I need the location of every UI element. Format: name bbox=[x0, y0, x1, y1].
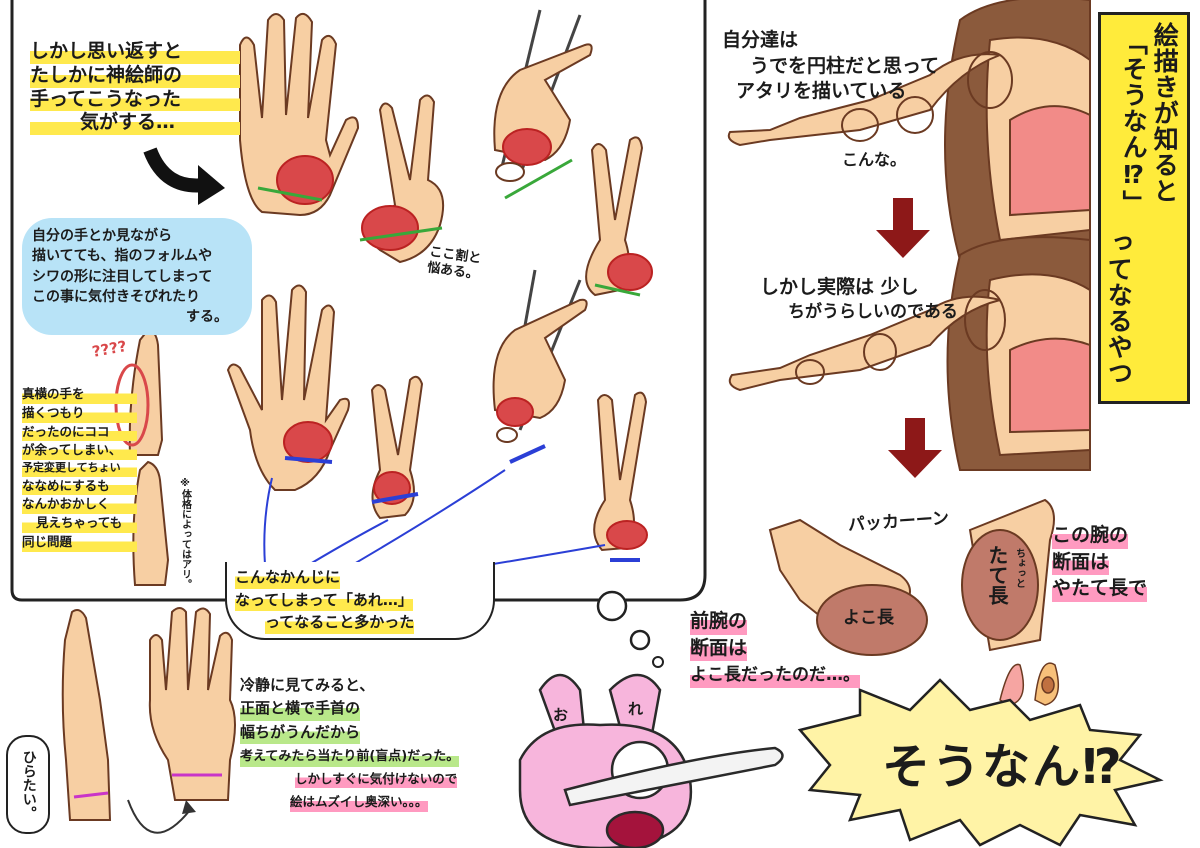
bubble-line: こんなかんじに bbox=[235, 566, 341, 589]
yoko-label: よこ長 bbox=[843, 608, 894, 628]
curve-arrow-icon bbox=[127, 799, 191, 834]
small-note: ※体格によってはアリ。 bbox=[179, 478, 191, 589]
forearm-note-line: よこ長だったのだ…。 bbox=[690, 664, 860, 688]
sounan-text: そうなん⁉ bbox=[882, 739, 1124, 795]
title-box bbox=[1098, 12, 1190, 404]
side-note-line: なんかおかしく bbox=[22, 495, 137, 514]
blue-note-line: する。 bbox=[186, 309, 228, 326]
bottom-note-line: 冷静に見てみると、 bbox=[240, 676, 375, 694]
tate-label: たて長 bbox=[985, 545, 1009, 605]
green-width-mark bbox=[257, 186, 323, 202]
hand-palm-top bbox=[239, 12, 360, 217]
bunny-ear-text: お bbox=[553, 706, 569, 724]
title-col-c: ってなるやつ bbox=[1104, 230, 1134, 386]
blue-note-line: 描いてても、指のフォルムや bbox=[32, 248, 213, 265]
blue-note: 自分の手とか見ながら 描いてても、指のフォルムや シワの形に注目してしまって こ… bbox=[22, 218, 252, 336]
title-col-b: 「そうなん⁉」 bbox=[1119, 30, 1149, 216]
forearm-note-line: 断面は bbox=[690, 634, 748, 662]
figure-top bbox=[727, 0, 1091, 261]
side-note-line: ななめにするも bbox=[22, 476, 137, 496]
green-width-mark bbox=[359, 226, 443, 242]
hand-palm-flat bbox=[148, 607, 236, 801]
side-note-line: 描くつもり bbox=[22, 403, 137, 423]
mid-text: しかし実際は 少し ちがうらしいのである bbox=[760, 274, 958, 324]
hand-peace-bottom-right bbox=[593, 391, 648, 552]
bunny-character bbox=[518, 673, 784, 848]
blue-width-mark bbox=[509, 444, 546, 464]
starburst-bubble bbox=[797, 678, 1164, 847]
upper-note-line: やたて長で bbox=[1052, 575, 1148, 602]
side-note-line: が余ってしまい、 bbox=[22, 441, 137, 460]
intro-text: しかし思い返すと たしかに神絵師の 手ってこうなった 気がする… bbox=[30, 40, 240, 135]
hand-side-flat bbox=[61, 609, 112, 821]
side-note-line: 同じ問題 bbox=[22, 532, 137, 552]
arrow-head-icon bbox=[182, 800, 196, 814]
bottom-note-line: 幅ちがうんだから bbox=[240, 720, 361, 744]
green-width-mark bbox=[594, 283, 641, 297]
curved-arrow-icon bbox=[143, 147, 206, 193]
top-text-line: うでを円柱だと思って bbox=[750, 54, 940, 77]
upper-note: この腕の 断面は やたて長で bbox=[1052, 522, 1148, 602]
blue-width-mark bbox=[371, 492, 419, 504]
konna-label: こんな。 bbox=[842, 150, 907, 169]
green-width-mark bbox=[504, 158, 573, 200]
blue-note-line: シワの形に注目してしまって bbox=[32, 268, 213, 285]
intro-line: たしかに神絵師の bbox=[30, 63, 240, 88]
side-note-line: だったのにココ bbox=[22, 422, 137, 442]
side-note-line: 予定変更してちょい bbox=[22, 460, 137, 477]
title-col-a: 絵描きが知ると bbox=[1150, 22, 1180, 204]
down-arrow-icon bbox=[876, 198, 930, 258]
forearm-note: 前腕の 断面は よこ長だったのだ…。 bbox=[690, 608, 860, 688]
speech-bubble: こんなかんじに なってしまって「あれ…」 ってなること多かった bbox=[225, 562, 495, 640]
top-text: 自分達は うでを円柱だと思って アタリを描いている bbox=[722, 28, 939, 105]
blue-width-mark bbox=[284, 456, 333, 464]
thought-circle bbox=[652, 656, 664, 668]
down-arrows bbox=[876, 198, 942, 478]
top-text-line: 自分達は bbox=[722, 29, 799, 51]
upper-note-line: この腕の bbox=[1052, 522, 1129, 549]
thought-circle bbox=[629, 629, 651, 651]
hand-chopsticks-top bbox=[493, 9, 593, 182]
bottom-note-line: 正面と横で手首の bbox=[240, 697, 361, 721]
bottom-note: 冷静に見てみると、 正面と横で手首の 幅ちがうんだから 考えてみたら当たり前(盲… bbox=[240, 674, 540, 814]
forearm-cut bbox=[768, 518, 928, 656]
thought-circle bbox=[596, 590, 628, 622]
bunny-ear-text: れ bbox=[628, 700, 644, 718]
bubble-line: なってしまって「あれ…」 bbox=[235, 588, 413, 611]
bubble-line: ってなること多かった bbox=[265, 611, 415, 634]
down-arrow-icon bbox=[888, 418, 942, 478]
side-note-line: 真横の手を bbox=[22, 385, 137, 404]
side-note-line: 見えちゃっても bbox=[22, 514, 137, 533]
intro-line: 気がする… bbox=[30, 111, 240, 135]
blue-note-line: 自分の手とか見ながら bbox=[32, 228, 172, 244]
upper-arm-cut bbox=[961, 498, 1055, 652]
panel-border-right bbox=[470, 0, 707, 602]
mid-text-line: ちがうらしいのである bbox=[788, 301, 958, 322]
upper-note-line: 断面は bbox=[1052, 548, 1110, 576]
hand-peace-right bbox=[585, 136, 653, 297]
magenta-width-mark bbox=[73, 791, 109, 799]
bottom-note-line: しかしすぐに気付けないので bbox=[295, 769, 458, 789]
top-text-line: アタリを描いている bbox=[736, 80, 907, 103]
hand-side-bottom bbox=[132, 460, 170, 586]
intro-line: しかし思い返すと bbox=[30, 40, 240, 64]
hand-palm-bottom bbox=[226, 284, 350, 491]
intro-line: 手ってこうなった bbox=[30, 87, 240, 112]
arrow-head-icon bbox=[198, 165, 225, 205]
figure-bottom bbox=[728, 236, 1091, 471]
hand-peace-mid bbox=[361, 94, 444, 264]
blue-note-line: この事に気付きそびれたり bbox=[32, 288, 200, 305]
bottom-note-line: 絵はムズイし奥深い。。。 bbox=[290, 792, 428, 812]
chotto-label: ちょっと bbox=[1013, 548, 1025, 588]
forearm-note-line: 前腕の bbox=[690, 608, 748, 635]
hand-chopsticks-bottom bbox=[492, 269, 588, 443]
side-note: 真横の手を 描くつもり だったのにココ が余ってしまい、 予定変更してちょい な… bbox=[22, 385, 137, 552]
panel-border-left bbox=[10, 0, 225, 602]
mid-text-line: しかし実際は 少し bbox=[760, 276, 919, 298]
circle-label: ひらたい。 bbox=[6, 735, 50, 834]
bottom-note-line: 考えてみたら当たり前(盲点)だった。 bbox=[240, 746, 460, 767]
